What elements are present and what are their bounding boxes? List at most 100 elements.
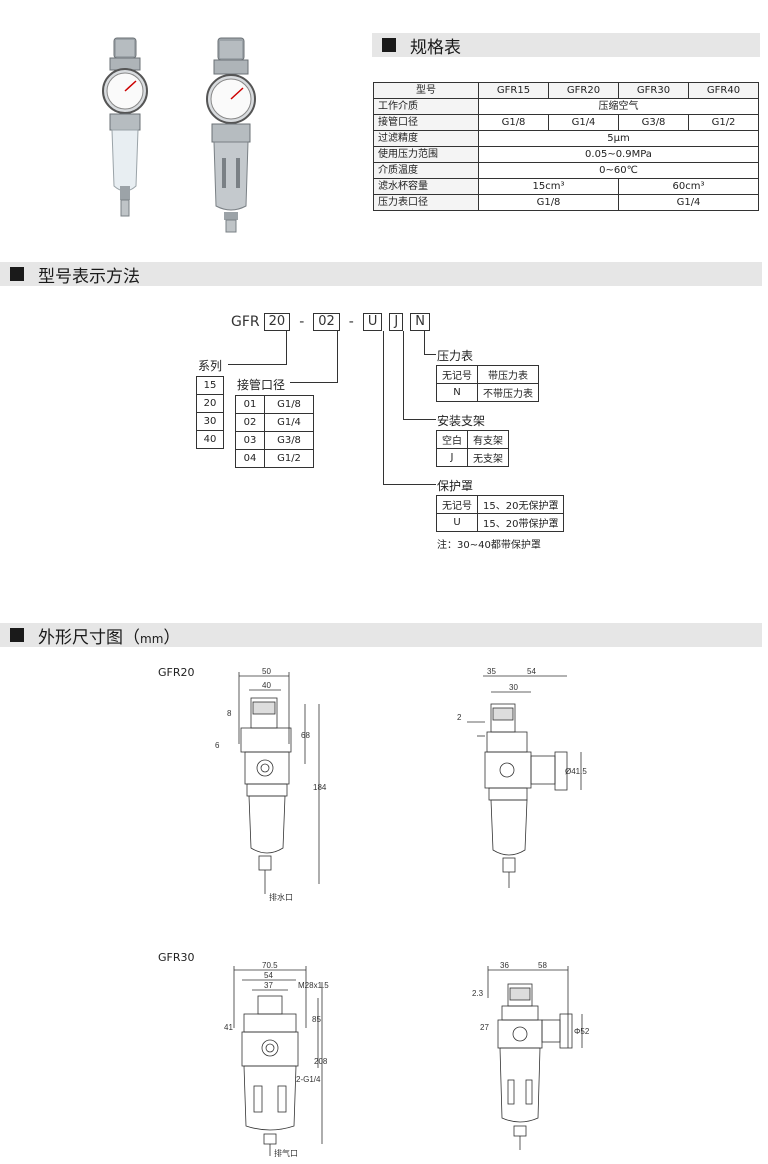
spec-row-value: G1/4 — [618, 194, 759, 211]
port-code: 02 — [235, 413, 265, 432]
connector-line — [383, 331, 384, 485]
gfr30-side-d1: 36 — [500, 961, 509, 970]
spec-row-value: G1/8 — [478, 194, 619, 211]
product-photo-gfr30 — [206, 37, 256, 233]
spec-row-label: 接管口径 — [373, 114, 479, 131]
gfr30-dim-h-left: 41 — [224, 1023, 233, 1032]
gfr30-side-d4: 27 — [480, 1023, 489, 1032]
spec-header-cell: 型号 — [373, 82, 479, 99]
model-code: GFR 20 - 02 - U J N — [231, 313, 431, 331]
port-size: G1/4 — [264, 413, 314, 432]
spec-row-label: 使用压力范围 — [373, 146, 479, 163]
spec-row-label: 过滤精度 — [373, 130, 479, 147]
port-code: 04 — [235, 449, 265, 468]
bracket-desc: 无支架 — [467, 448, 509, 467]
code-series-box: 20 — [263, 313, 291, 331]
gfr20-side-gauge: Ø41.5 — [565, 767, 587, 776]
code-port-box: 02 — [313, 313, 340, 331]
port-size: G3/8 — [264, 431, 314, 450]
series-label: 系列 — [198, 359, 223, 373]
gfr30-dim-h-total: 208 — [314, 1057, 328, 1066]
dimension-section-title: 外形尺寸图（mm） — [38, 627, 181, 648]
bracket-label: 安装支架 — [437, 414, 486, 428]
spec-row: 过滤精度 5μm — [373, 130, 759, 147]
spec-header-cell: GFR30 — [618, 82, 689, 99]
code-dash: - — [299, 314, 305, 330]
port-code: 01 — [235, 395, 265, 414]
spec-row-value: 0.05~0.9MPa — [478, 146, 759, 163]
spec-row-label: 介质温度 — [373, 162, 479, 179]
connector-line — [403, 419, 436, 420]
gfr30-dim-w-inner: 37 — [264, 981, 273, 990]
spec-row-value: G3/8 — [618, 114, 689, 131]
spec-header-cell: GFR20 — [548, 82, 619, 99]
gauge-desc: 带压力表 — [477, 365, 539, 384]
gfr30-dim-w-mid: 54 — [264, 971, 273, 980]
gfr20-side-drawing: 35 54 30 2 Ø41.5 — [457, 667, 587, 888]
guard-note: 注：30~40都带保护罩 — [437, 540, 541, 551]
connector-line — [228, 364, 287, 365]
gfr20-label: GFR20 — [158, 666, 195, 679]
spec-row: 滤水杯容量 15cm³ 60cm³ — [373, 178, 759, 195]
spec-table: 型号 GFR15 GFR20 GFR30 GFR40 工作介质 压缩空气 接管口… — [373, 82, 759, 211]
gfr30-side-gauge: Φ52 — [574, 1027, 590, 1036]
gauge-label: 压力表 — [437, 349, 474, 363]
model-section-header: 型号表示方法 — [0, 262, 762, 287]
connector-line — [383, 484, 436, 485]
spec-row-label: 压力表口径 — [373, 194, 479, 211]
series-option: 30 — [196, 412, 224, 431]
guard-code: U — [436, 513, 478, 532]
guard-desc: 15、20无保护罩 — [476, 495, 565, 514]
bracket-code: J — [436, 448, 468, 467]
gauge-code: N — [436, 383, 478, 402]
gfr20-drain-label: 排水口 — [269, 892, 293, 902]
dimension-section-header: 外形尺寸图（mm） — [0, 623, 762, 648]
spec-row: 使用压力范围 0.05~0.9MPa — [373, 146, 759, 163]
dimension-title-text: 外形尺寸图 — [38, 627, 123, 648]
port-size: G1/8 — [264, 395, 314, 414]
gfr20-dim-w-inner: 40 — [262, 681, 271, 690]
gfr30-side-d3: 2.3 — [472, 989, 484, 998]
gfr20-dim-h-part: 68 — [301, 731, 310, 740]
port-label: 接管口径 — [237, 378, 286, 392]
gfr30-side-d2: 58 — [538, 961, 547, 970]
gfr30-front-drawing: 70.5 54 37 M28x1.5 85 208 2-G1/4 41 排气口 — [224, 961, 329, 1158]
connector-line — [403, 331, 404, 420]
gfr30-label: GFR30 — [158, 951, 195, 964]
spec-section-title: 规格表 — [410, 37, 461, 58]
gfr30-dim-port: 2-G1/4 — [296, 1075, 321, 1084]
spec-row-label: 滤水杯容量 — [373, 178, 479, 195]
gfr20-dim-side-b: 6 — [215, 741, 220, 750]
code-prefix: GFR — [231, 314, 260, 330]
gfr20-side-d4: 2 — [457, 713, 462, 722]
spec-row: 压力表口径 G1/8 G1/4 — [373, 194, 759, 211]
spec-row-value: G1/4 — [548, 114, 619, 131]
dimension-unit: mm — [140, 631, 164, 646]
code-guard-box: U — [362, 313, 383, 331]
gfr30-dim-h-part: 85 — [312, 1015, 321, 1024]
spec-row-value: G1/2 — [688, 114, 759, 131]
series-option: 15 — [196, 376, 224, 395]
connector-line — [337, 331, 338, 383]
square-bullet-icon — [382, 38, 396, 52]
spec-row: 介质温度 0~60℃ — [373, 162, 759, 179]
gfr20-front-drawing: 50 40 68 184 8 6 排水口 — [215, 667, 327, 902]
square-bullet-icon — [10, 628, 24, 642]
gfr20-side-d2: 54 — [527, 667, 536, 676]
port-code: 03 — [235, 431, 265, 450]
connector-line — [290, 382, 338, 383]
gfr30-drain-label: 排气口 — [274, 1148, 298, 1158]
gauge-desc: 不带压力表 — [477, 383, 539, 402]
gfr20-dim-h-total: 184 — [313, 783, 327, 792]
code-gauge-box: N — [410, 313, 430, 331]
connector-line — [424, 331, 425, 355]
spec-row-value: 5μm — [478, 130, 759, 147]
spec-section-header: 规格表 — [372, 33, 760, 58]
bracket-desc: 有支架 — [467, 430, 509, 449]
guard-code: 无记号 — [436, 495, 478, 514]
gfr20-side-d1: 35 — [487, 667, 496, 676]
